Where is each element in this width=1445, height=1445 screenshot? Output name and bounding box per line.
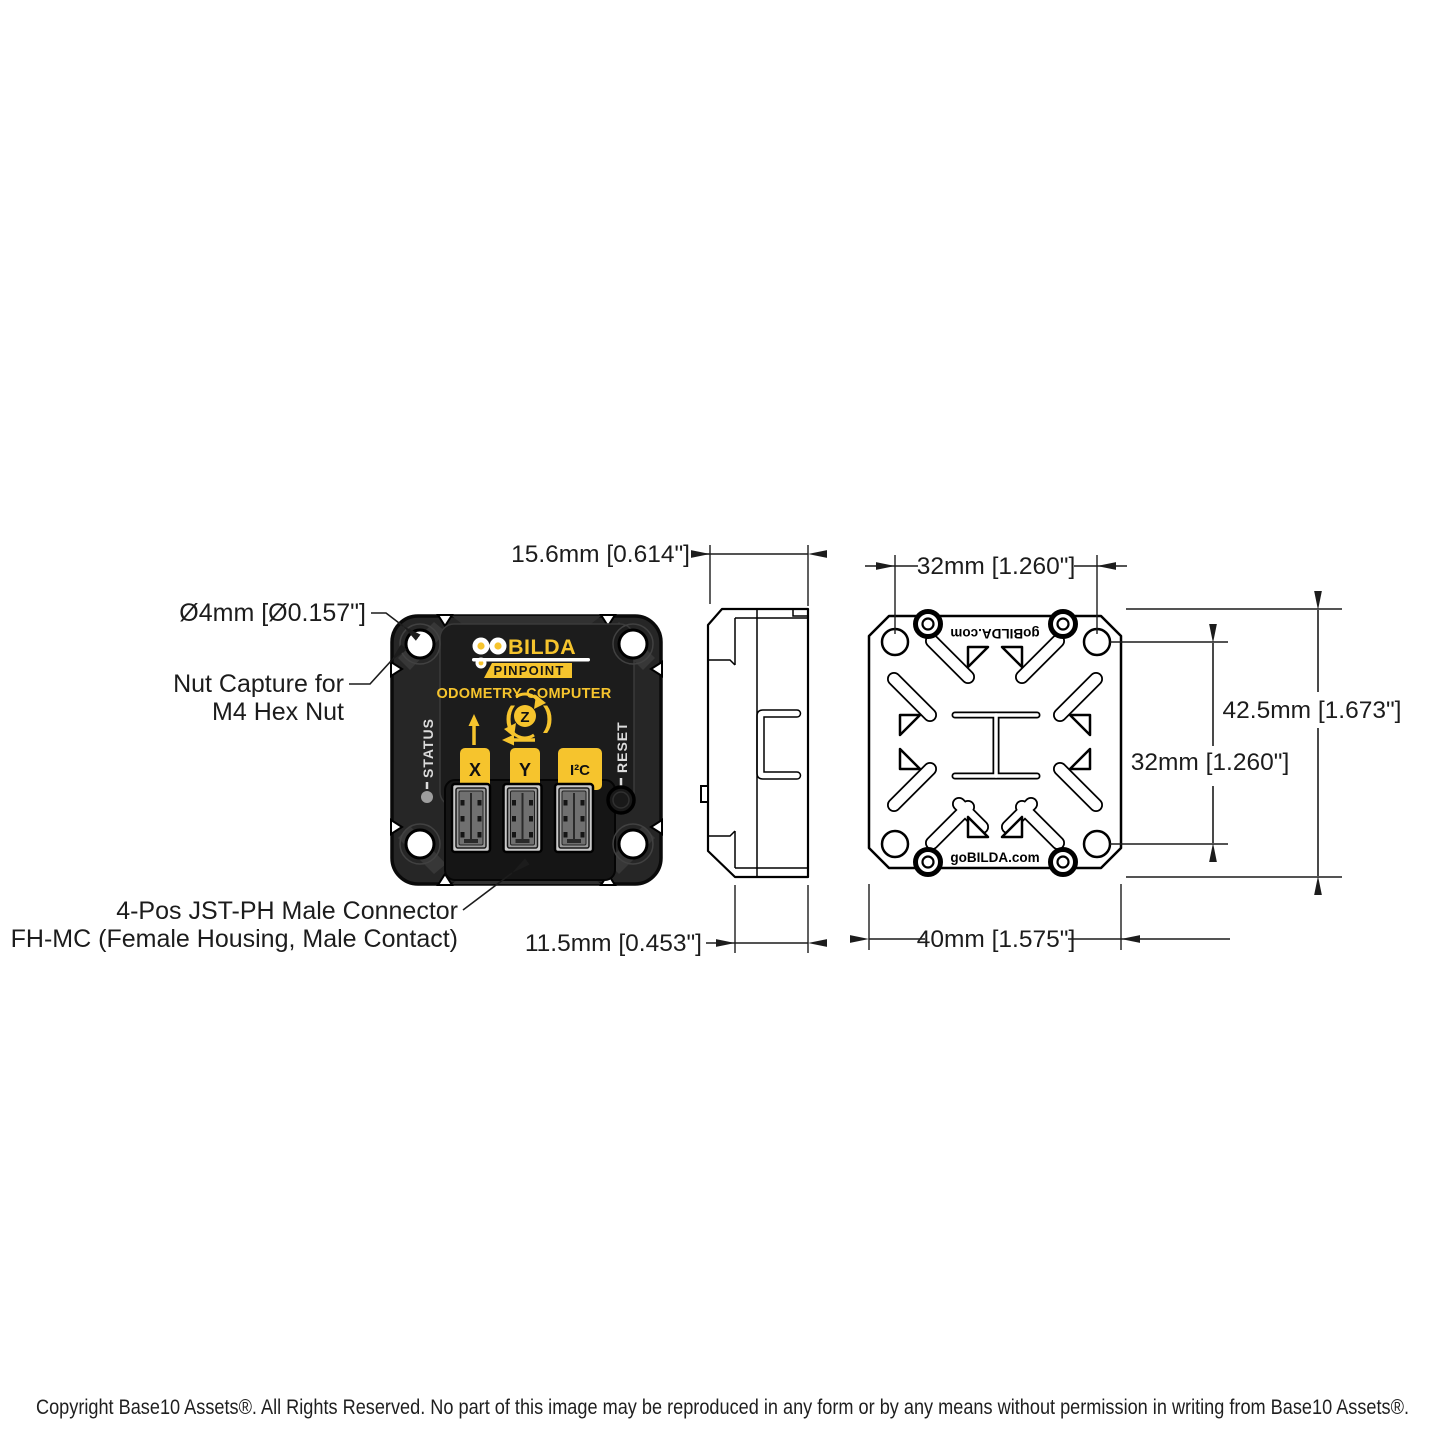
- side-tab: [700, 785, 709, 803]
- vent-slot-pattern: [887, 634, 1103, 850]
- dim-depth-total-text: 15.6mm [0.614"]: [511, 541, 690, 568]
- copyright-notice: Copyright Base10 Assets®. All Rights Res…: [36, 1396, 1409, 1419]
- side-outline: [706, 607, 810, 879]
- status-label: STATUS: [420, 718, 436, 778]
- reset-control: RESET: [606, 721, 636, 815]
- dim-depth-body-text: 11.5mm [0.453"]: [525, 930, 702, 957]
- gobilda-logo: BILDA: [472, 635, 590, 669]
- logo-underline: [472, 658, 590, 662]
- port-tab-y: [510, 748, 540, 790]
- callout-connector-line1: 4-Pos JST-PH Male Connector: [116, 897, 458, 925]
- status-indicator: STATUS: [420, 718, 436, 803]
- back-corner-holes: [880, 627, 1112, 859]
- port-label-x: X: [469, 760, 481, 780]
- reset-label: RESET: [614, 721, 630, 773]
- callout-nut-capture: Nut Capture for M4 Hex Nut: [173, 644, 407, 726]
- port-label-i2c: I²C: [570, 762, 590, 779]
- screw-bosses: [913, 609, 1078, 877]
- jst-connector: [502, 782, 543, 854]
- brand-text: BILDA: [508, 635, 576, 659]
- dim-hole-spacing-vertical-text: 32mm [1.260"]: [1131, 749, 1290, 776]
- dim-hole-spacing-horizontal-text: 32mm [1.260"]: [917, 553, 1076, 580]
- dim-hole-spacing-horizontal: 32mm [1.260"]: [865, 553, 1127, 634]
- dim-height-overall: 42.5mm [1.673"]: [1126, 590, 1402, 896]
- dim-depth-total: 15.6mm [0.614"]: [511, 541, 828, 606]
- dim-width-body-text: 40mm [1.575"]: [917, 926, 1076, 953]
- callout-nut-capture-line1: Nut Capture for: [173, 670, 344, 698]
- side-view: [700, 607, 810, 879]
- callout-nut-capture-line2: M4 Hex Nut: [212, 698, 344, 726]
- x-axis-arrow-icon: [468, 714, 480, 745]
- callout-connector-line2: FH-MC (Female Housing, Male Contact): [11, 925, 458, 953]
- dim-hole-spacing-vertical: 32mm [1.260"]: [1110, 623, 1290, 863]
- z-rotation-icon: ( ) Z: [504, 692, 553, 740]
- mounting-hole: [617, 828, 649, 860]
- callout-hole-diameter: Ø4mm [Ø0.157"]: [179, 599, 421, 641]
- mounting-hole: [404, 628, 436, 660]
- z-axis-label: Z: [520, 709, 529, 726]
- svg-text:): ): [543, 701, 553, 734]
- pinpoint-text: PINPOINT: [494, 663, 565, 678]
- y-axis-arrow-icon: [502, 734, 535, 746]
- front-view: BILDA PINPOINT ODOMETRY COMPUTER ( ) Z: [390, 614, 663, 886]
- dim-height-overall-text: 42.5mm [1.673"]: [1223, 697, 1402, 724]
- port-tab-x: [460, 748, 490, 790]
- side-channel: [756, 709, 802, 780]
- brand-url-top: goBILDA.com: [950, 626, 1039, 641]
- port-tab-i2c: [558, 748, 602, 790]
- port-label-y: Y: [519, 760, 531, 780]
- port-tabs: X Y I²C: [460, 748, 602, 790]
- mounting-hole: [617, 628, 649, 660]
- status-led: [421, 791, 433, 803]
- pinpoint-banner: [484, 663, 572, 678]
- back-view: goBILDA.com goBILDA.com: [867, 609, 1123, 877]
- mounting-hole: [404, 828, 436, 860]
- callout-hole-diameter-text: Ø4mm [Ø0.157"]: [179, 599, 366, 627]
- callout-connector: 4-Pos JST-PH Male Connector FH-MC (Femal…: [11, 858, 530, 953]
- center-i-beam: [951, 711, 1041, 780]
- dim-depth-body: 11.5mm [0.453"]: [525, 885, 828, 957]
- svg-text:(: (: [505, 701, 515, 734]
- jst-connector: [450, 782, 492, 854]
- dim-width-body: 40mm [1.575"]: [849, 884, 1230, 953]
- brand-url-bottom: goBILDA.com: [950, 850, 1039, 865]
- jst-connector: [553, 782, 595, 854]
- reset-button: [606, 785, 636, 815]
